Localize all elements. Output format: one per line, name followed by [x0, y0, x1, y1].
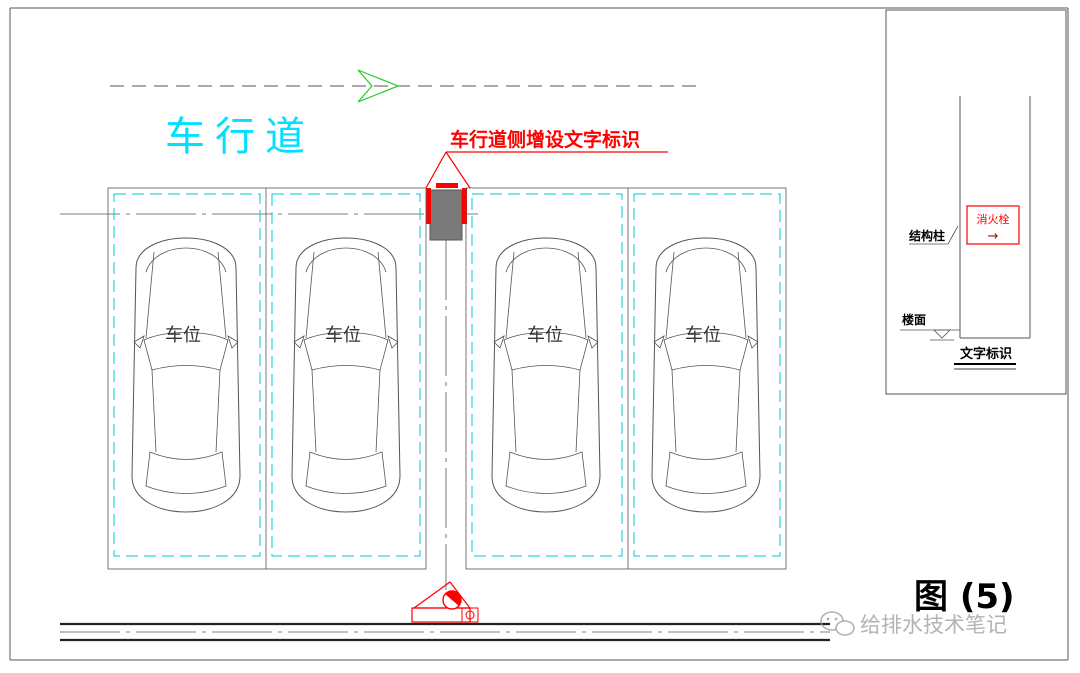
car-icon [491, 237, 601, 513]
stall-label: 车位 [165, 325, 201, 346]
stall-label: 车位 [685, 325, 721, 346]
sign-callout-text: 车行道侧增设文字标识 [450, 128, 640, 151]
caption-text: 文字标识 [960, 346, 1012, 362]
figure-label: 图 (5) [914, 577, 1015, 617]
hydrant-sign: 消火栓 → [966, 205, 1020, 245]
detail-frame [885, 9, 1067, 395]
stall-label: 车位 [325, 325, 361, 346]
detail-elevation [959, 96, 1031, 339]
column-leader: 结构柱 [909, 225, 959, 245]
hydrant-label: 消火栓 [977, 212, 1010, 226]
stall-label: 车位 [527, 325, 563, 346]
parking-group-left [107, 187, 427, 570]
detail-caption: 文字标识 [954, 346, 1016, 370]
car-icon [651, 237, 761, 513]
floor-label: 楼面 [902, 312, 926, 327]
traffic-arrow-icon [357, 69, 400, 103]
car-icon [131, 237, 241, 513]
watermark: 给排水技术笔记 [820, 611, 1007, 637]
wechat-icon [820, 611, 855, 636]
floor-marker: 楼面 [900, 312, 960, 341]
lane-label: 车行道 [165, 114, 315, 160]
sign-callout: 车行道侧增设文字标识 [425, 128, 668, 189]
watermark-text: 给排水技术笔记 [860, 613, 1007, 637]
column-label: 结构柱 [909, 228, 945, 243]
structural-column [426, 183, 467, 241]
car-icon [291, 237, 401, 513]
road-lines [60, 622, 830, 642]
parking-group-right [465, 187, 787, 570]
arrow-right-icon: → [988, 229, 999, 244]
sheet-border [9, 7, 1069, 661]
fire-hydrant-icon [411, 581, 479, 623]
